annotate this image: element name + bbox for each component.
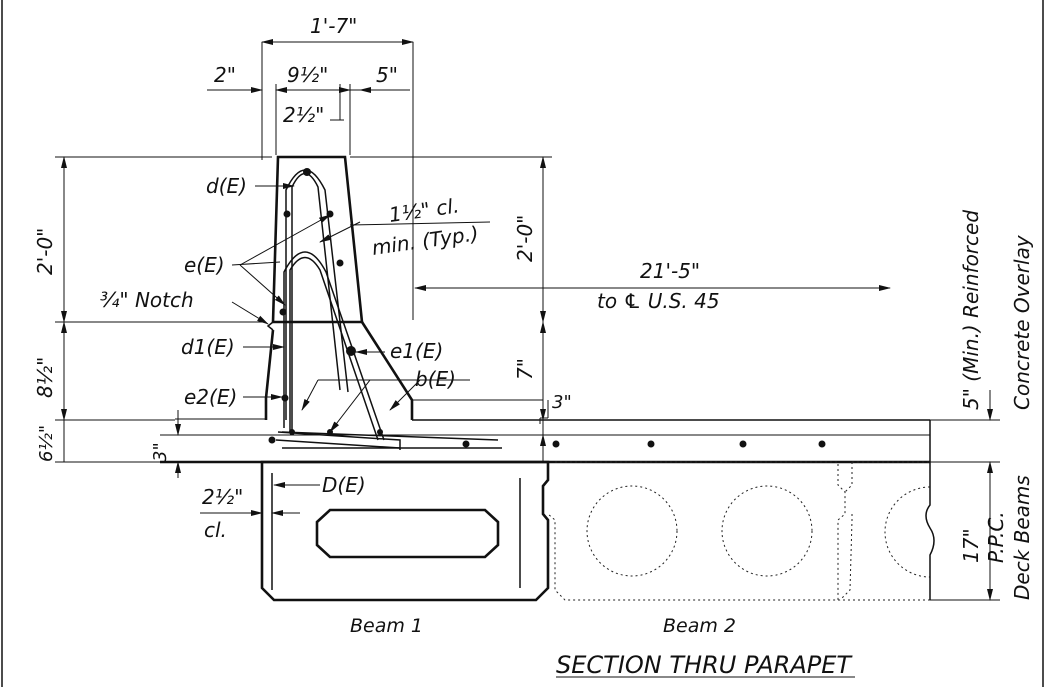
rebar-d1 — [281, 431, 499, 441]
rebar-b — [275, 431, 401, 450]
label-D: D(E) — [322, 473, 366, 497]
beam-3-void — [884, 486, 931, 578]
parapet-notch — [266, 321, 274, 331]
dim-clear-label: cl. — [204, 518, 227, 542]
section-title: SECTION THRU PARAPET — [556, 651, 853, 679]
label-cover1: 1½" cl. — [387, 193, 460, 227]
break-line — [925, 420, 935, 600]
deck-label-1: P.P.C. — [984, 511, 1008, 563]
beam-1-outline — [260, 460, 550, 602]
dim-wall-top: 9½" — [287, 63, 328, 87]
deck-label-2: Deck Beams — [1010, 475, 1034, 600]
dim-inner: 2½" — [283, 103, 324, 127]
label-d1: d1(E) — [181, 335, 235, 359]
dim-small-left: 3" — [150, 442, 171, 462]
dim-overall-width: 1'-7" — [310, 14, 357, 38]
rebar-dots — [268, 168, 826, 448]
label-cover2: min. (Typ.) — [370, 221, 480, 260]
rebar-e — [289, 256, 379, 441]
dim-clear-left: 2½" — [202, 485, 243, 509]
parapet-lower-outline — [264, 321, 414, 420]
label-notch: ¾" Notch — [100, 288, 194, 312]
label-b: b(E) — [415, 367, 456, 391]
dim-right-offset: 5" — [376, 63, 398, 87]
dim-three-right: 3" — [552, 392, 572, 413]
beam-2-key — [839, 462, 853, 601]
rebar-e-inner — [283, 251, 385, 441]
dim-height-left: 2'-0" — [33, 228, 57, 275]
overlay-label-2: Concrete Overlay — [1010, 234, 1034, 410]
beam-2-void-2 — [721, 485, 813, 577]
beam-1-label: Beam 1 — [350, 615, 423, 637]
dim-distance-to: to ℄ U.S. 45 — [597, 289, 720, 313]
label-d: d(E) — [206, 174, 247, 198]
dim-height-right: 2'-0" — [513, 215, 537, 262]
dim-lower-left: 8½" — [33, 357, 57, 398]
dim-seven: 7" — [513, 358, 537, 380]
beam-1-void — [315, 508, 500, 559]
dim-left-offset: 2" — [214, 63, 236, 87]
beam-2-outline — [547, 461, 930, 601]
beam-2-label: Beam 2 — [663, 615, 736, 637]
dim-base-left: 6½" — [36, 425, 57, 462]
label-e2: e2(E) — [184, 385, 237, 409]
label-e: e(E) — [184, 253, 225, 277]
overlay-label-1: 5" (Min.) Reinforced — [959, 210, 983, 410]
dim-distance: 21'-5" — [640, 259, 700, 283]
beam-2-void-1 — [586, 485, 678, 577]
label-e1: e1(E) — [390, 339, 443, 363]
dim-beam-depth: 17" — [959, 528, 983, 563]
